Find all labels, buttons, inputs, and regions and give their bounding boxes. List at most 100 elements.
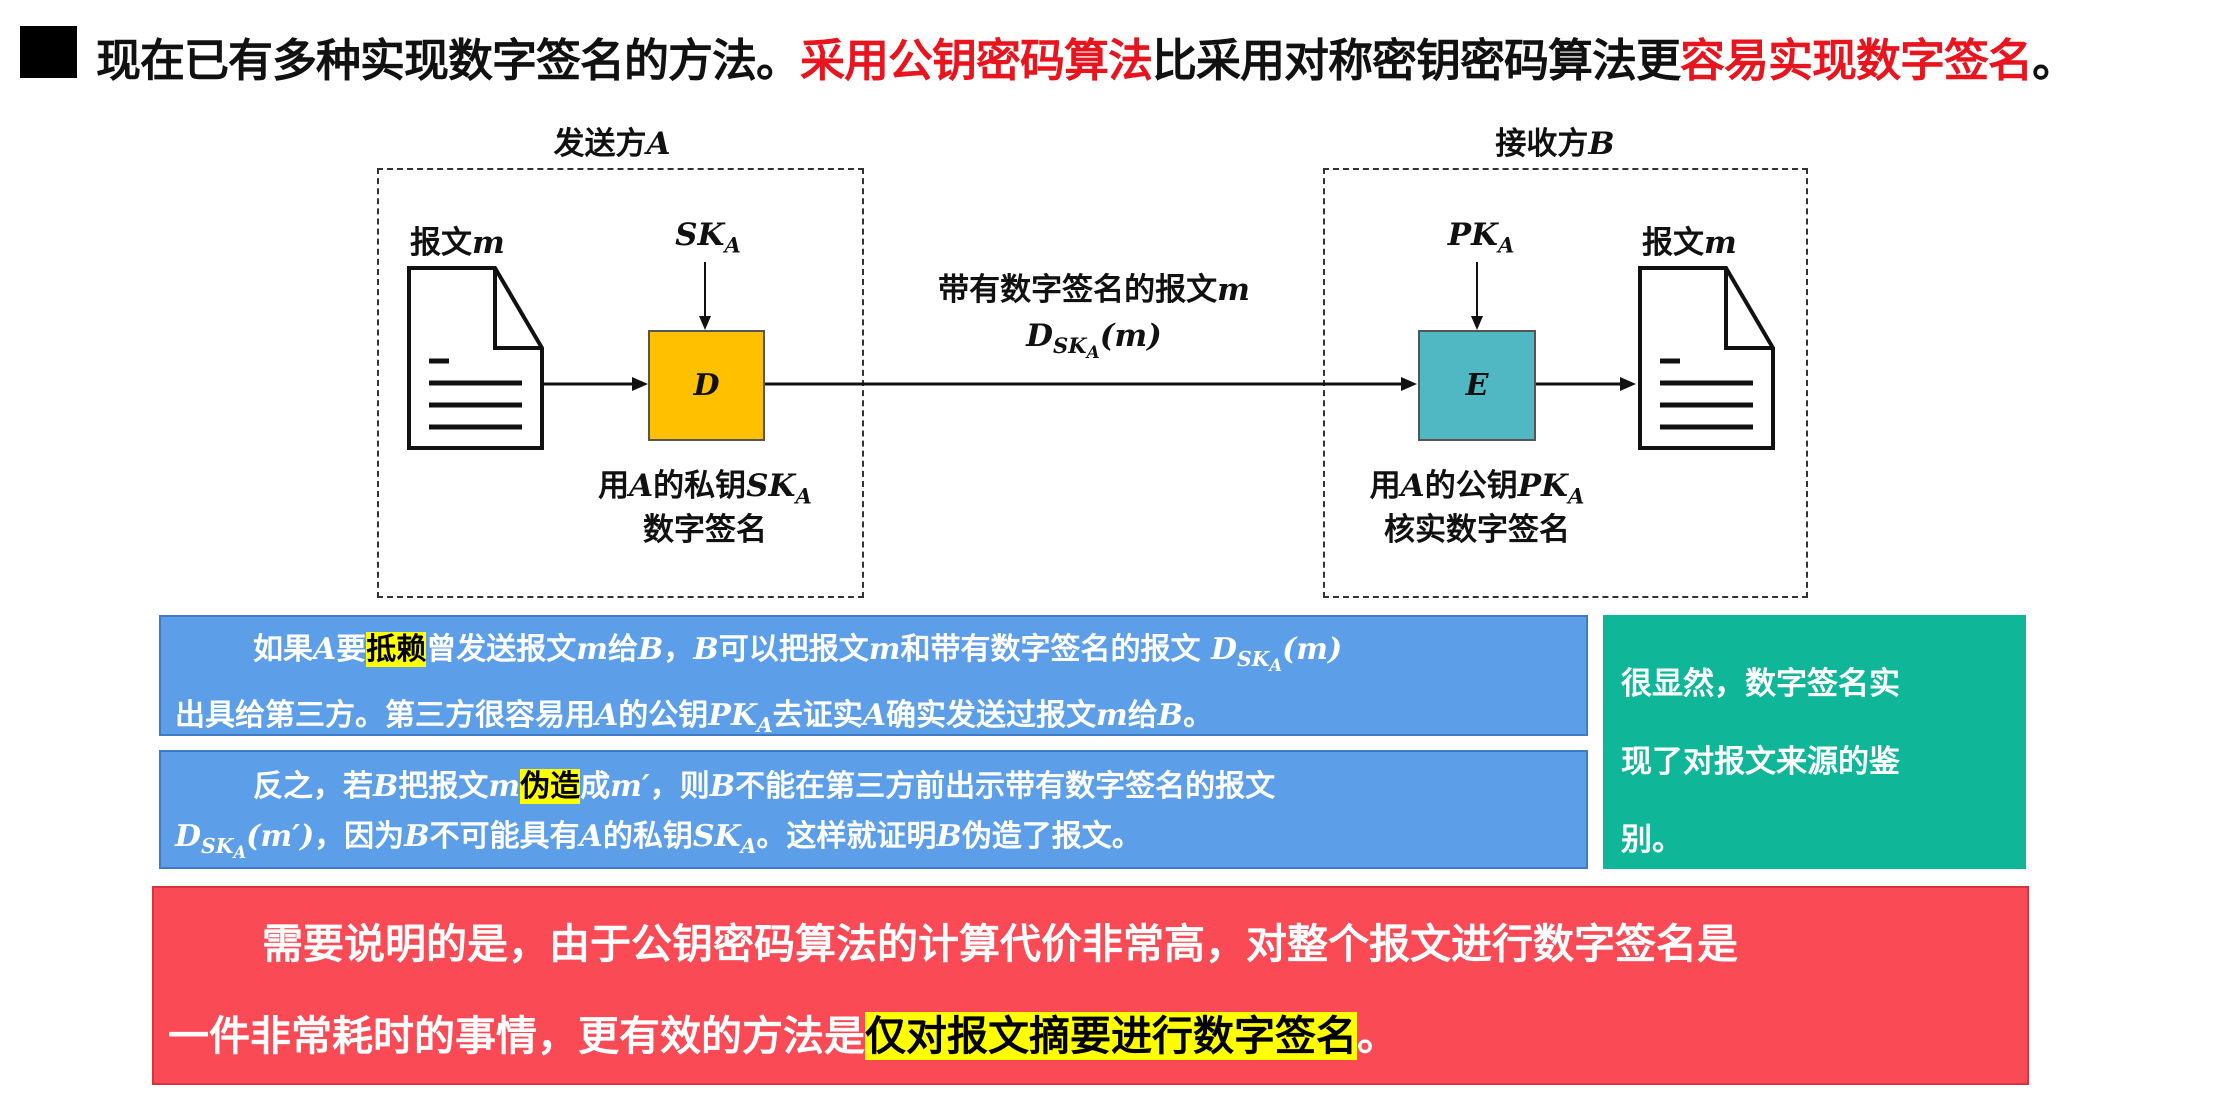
math-symbol: B	[936, 819, 962, 854]
text-run: 。这样就证明	[756, 819, 937, 854]
note-panel: 需要说明的是，由于公钥密码算法的计算代价非常高，对整个报文进行数字签名是一件非常…	[152, 886, 2029, 1085]
text-run: 确实发送过报文	[886, 698, 1097, 734]
text-line: 别。	[1621, 801, 2008, 879]
title-bullet-square	[20, 26, 77, 78]
math-symbol: B	[1157, 698, 1184, 734]
highlighted-text: 仅对报文摘要进行数字签名	[865, 1012, 1357, 1060]
math-expression: A	[629, 468, 653, 504]
text-line: 反之，若B把报文m伪造成m′，则B不能在第三方前出示带有数字签名的报文	[175, 762, 1572, 812]
text-run: 现在已有多种实现数字签名的方法。	[96, 34, 801, 87]
math-expression: A	[1401, 468, 1425, 504]
sign-caption-line2: 数字签名	[555, 504, 855, 549]
text-run: 给	[608, 632, 639, 667]
verify-caption-line2: 核实数字签名	[1327, 504, 1627, 549]
document-icon-left	[407, 266, 544, 450]
text-run: 的公钥	[618, 698, 709, 734]
text-run: 。	[1183, 698, 1214, 734]
math-symbol: m	[868, 632, 901, 667]
text-run: 把报文	[398, 769, 489, 804]
conclusion-panel: 很显然，数字签名实现了对报文来源的鉴别。	[1603, 615, 2026, 869]
math-argument: (m)	[1282, 632, 1343, 667]
math-expression: A	[595, 698, 618, 733]
math-subscript: SKA	[1236, 647, 1283, 676]
math-expression: B	[936, 819, 961, 854]
text-run: ，	[663, 632, 694, 667]
math-expression: B	[638, 632, 663, 667]
math-expression: m	[869, 632, 901, 667]
repudiation-explanation-panel: 如果A要抵赖曾发送报文m给B，B可以把报文m和带有数字签名的报文 DSKA(m)…	[159, 615, 1588, 737]
highlighted-text: 伪造	[520, 769, 581, 804]
text-run: 现了对报文来源的鉴	[1621, 744, 1900, 780]
math-symbol: A	[313, 632, 337, 667]
text-line: 很显然，数字签名实	[1621, 645, 2008, 723]
text-run: 和带有数字签名的报文	[900, 632, 1211, 667]
math-symbol: A	[579, 819, 603, 854]
math-expression: B	[693, 632, 718, 667]
text-run: 的公钥	[1424, 468, 1518, 504]
text-run: 的私钥	[653, 468, 747, 504]
math-subscript: A	[740, 834, 757, 859]
math-symbol: m	[576, 632, 609, 667]
math-argument: (m)	[1099, 318, 1162, 354]
math-symbol: m	[1217, 272, 1250, 308]
math-expression: D	[693, 368, 719, 403]
math-subscript: A	[795, 483, 812, 509]
text-line: DSKA(m′)，因为B不可能具有A的私钥SKA。这样就证明B伪造了报文。	[175, 812, 1572, 878]
verify-e-box: E	[1418, 330, 1536, 441]
text-run: 可以把报文	[718, 632, 869, 667]
math-symbol: PK	[708, 698, 757, 734]
text-run: 出具给第三方。第三方很容易用	[175, 698, 595, 734]
text-run: 伪造了报文。	[961, 819, 1142, 854]
text-run: 核实数字签名	[1384, 512, 1570, 548]
arrow-e-to-doc	[1536, 377, 1636, 391]
math-symbol: B	[373, 769, 399, 804]
math-symbol: A	[1400, 468, 1425, 504]
text-run: 发送方	[553, 126, 647, 162]
math-expression: m	[1217, 272, 1250, 308]
math-symbol: SK	[692, 819, 741, 854]
math-symbol: D	[1210, 632, 1237, 667]
math-symbol: m	[472, 225, 505, 261]
text-run: 的私钥	[602, 819, 693, 854]
math-symbol: m′	[610, 769, 650, 804]
private-key-label: SKA	[658, 217, 758, 257]
math-expression: SKA	[692, 819, 757, 858]
math-symbol: B	[693, 632, 719, 667]
math-symbol: B	[709, 769, 736, 804]
document-icon-right	[1638, 266, 1775, 450]
math-expression: m	[488, 769, 520, 804]
text-run: 不能在第三方前出示带有数字签名的报文	[735, 769, 1276, 804]
text-run: 成	[580, 769, 611, 804]
text-run: 报文	[410, 225, 472, 261]
math-symbol: m	[1096, 698, 1128, 734]
math-expression: B	[710, 769, 735, 804]
arrow-down-private-key	[699, 262, 711, 330]
math-expression: DSKA(m′)	[175, 819, 314, 862]
math-expression: A	[646, 126, 670, 162]
receiver-label: 接收方B	[1455, 118, 1655, 163]
math-expression: PKA	[1447, 217, 1515, 257]
text-run: 。	[1357, 1012, 1398, 1060]
math-expression: PKA	[1518, 468, 1585, 508]
message-left-label: 报文m	[410, 217, 505, 262]
math-symbol: SK	[746, 468, 796, 504]
arrow-doc-to-d	[544, 377, 648, 391]
math-expression: A	[863, 698, 886, 733]
math-symbol: B	[638, 632, 664, 667]
math-symbol: B	[404, 819, 430, 854]
text-run: 去证实	[772, 698, 863, 734]
slide-title: 现在已有多种实现数字签名的方法。采用公钥密码算法比采用对称密钥密码算法更容易实现…	[96, 24, 2077, 89]
arrow-d-to-e	[765, 377, 1417, 391]
math-subscript: SKA	[201, 834, 247, 863]
math-expression: DSKA(m)	[1210, 632, 1343, 675]
math-symbol: A	[629, 468, 654, 504]
math-expression: DSKA(m)	[1026, 318, 1162, 362]
channel-label: 带有数字签名的报文m	[894, 264, 1294, 309]
math-expression: A	[580, 819, 603, 854]
text-run: ，则	[649, 769, 710, 804]
math-sub-subscript: A	[1086, 342, 1100, 363]
text-line: 出具给第三方。第三方很容易用A的公钥PKA去证实A确实发送过报文m给B。	[175, 691, 1572, 750]
sender-label: 发送方A	[512, 118, 712, 163]
math-symbol: PK	[1447, 217, 1498, 253]
